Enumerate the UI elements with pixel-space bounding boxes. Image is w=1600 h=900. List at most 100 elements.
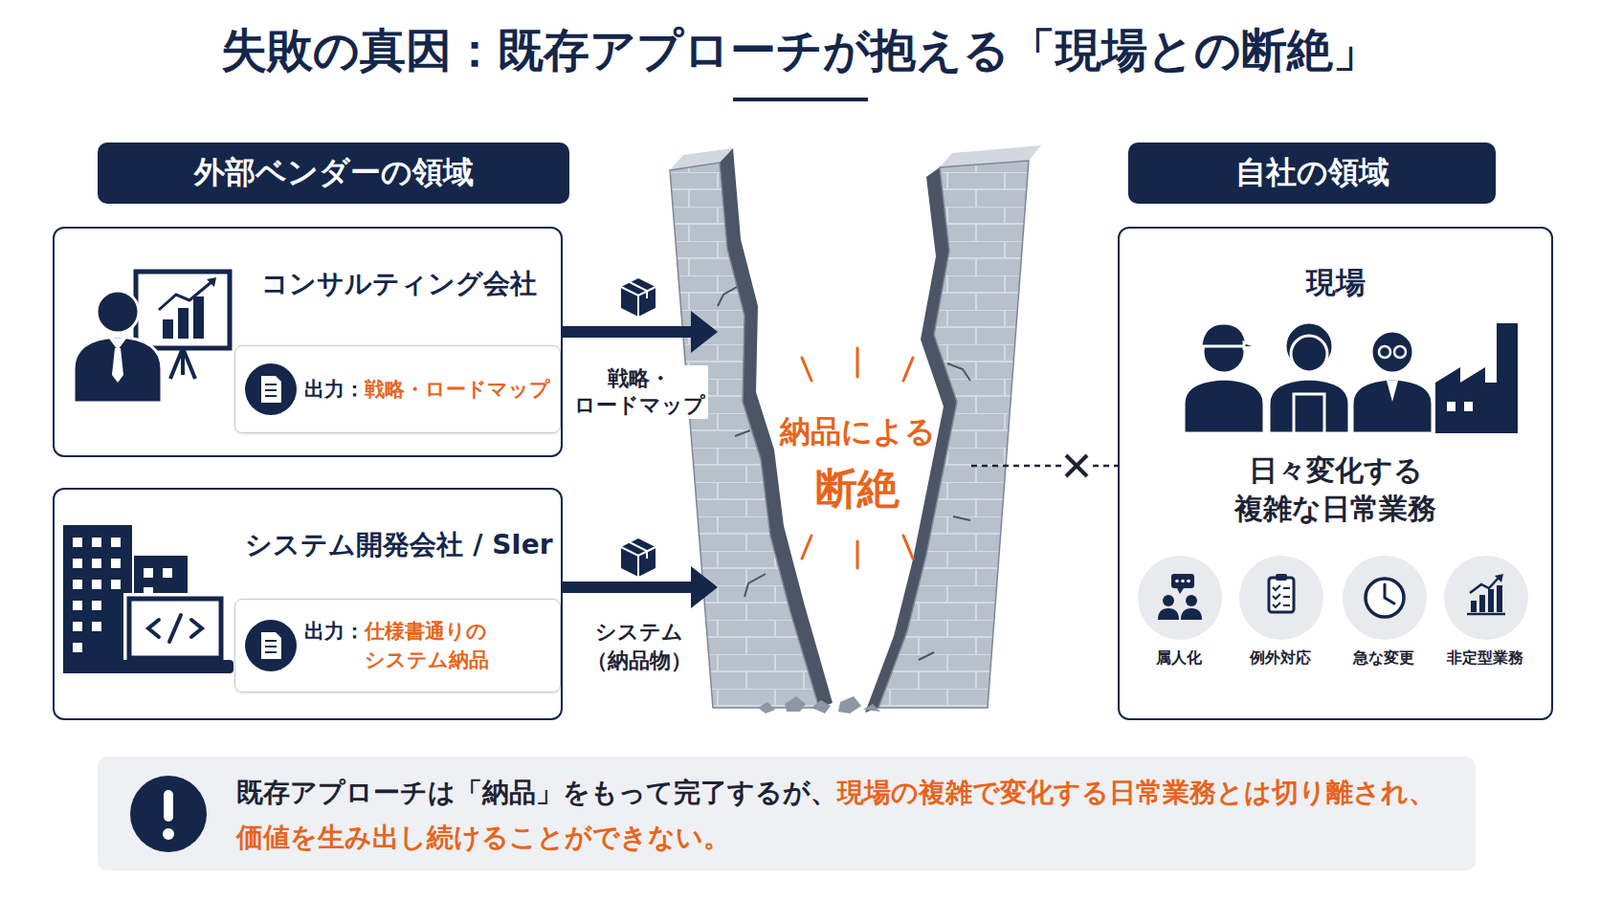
issue-node: 属人化 (1129, 555, 1229, 673)
buildings-laptop-part (148, 615, 202, 643)
presenter-figure-part (177, 308, 189, 339)
field-title: 現場 (1119, 263, 1552, 304)
band-text: 自社の領域 (1235, 152, 1390, 195)
alert-icon-part (130, 776, 207, 853)
title-underline (733, 97, 868, 102)
presenter-figure-part (158, 281, 213, 311)
issue-icon-part (1444, 555, 1529, 641)
issue-icon-part (1470, 600, 1477, 613)
delivery-arrow (562, 311, 718, 609)
broken-link-part (971, 465, 1063, 468)
issue-node: 例外対応 (1230, 555, 1331, 673)
issue-label: 例外対応 (1230, 647, 1331, 669)
field-workers-part (1290, 335, 1328, 373)
output-label: 出力： (304, 617, 365, 646)
issue-label: 非定型業務 (1435, 647, 1535, 669)
issue-icon-part (1272, 585, 1281, 608)
burst-strokes-part (801, 535, 812, 559)
presenter-figure-part (162, 319, 174, 339)
buildings-laptop-part-part (91, 600, 102, 611)
package-icon-part (621, 282, 656, 317)
issue-icon-part (1157, 608, 1179, 621)
field-workers-part (1435, 323, 1518, 434)
issue-icon-part (1496, 585, 1503, 613)
alert-icon-part (162, 828, 175, 841)
issue-icon-part (1177, 588, 1184, 595)
issue-icon-part (1275, 574, 1288, 581)
issue-icon-part (1171, 574, 1195, 589)
output-box: 出力：仕様書通りの システム納品 (234, 599, 561, 693)
package-icon (621, 278, 656, 578)
field-workers-part (1378, 346, 1391, 358)
label-anchor: システム （納品物） (486, 618, 793, 676)
region-band: 自社の領域 (1128, 142, 1496, 204)
issue-icon-part (1180, 579, 1185, 584)
buildings-laptop-part-part (143, 568, 154, 578)
buildings-laptop-part-part (111, 537, 121, 548)
document-icon (244, 363, 297, 672)
burst-strokes-part (856, 348, 860, 378)
broken-link (971, 455, 1118, 477)
note-paragraph: 既存アプローチは「納品」をもって完了するが、現場の複雑で変化する日常業務とは切り… (236, 770, 1467, 861)
rubble-part (757, 702, 776, 714)
issue-icon-part (1466, 613, 1506, 617)
label-anchor: 戦略・ ロードマップ (486, 365, 793, 420)
note-box: 既存アプローチは「納品」をもって完了するが、現場の複雑で変化する日常業務とは切り… (97, 756, 1476, 871)
delivery-arrow-part (562, 581, 693, 594)
buildings-laptop-part (129, 599, 222, 659)
field-desc: 日々変化する 複雑な日常業務 (1234, 451, 1437, 529)
buildings-laptop (63, 525, 234, 674)
arrow-label: 戦略・ ロードマップ (571, 365, 709, 420)
document-icon-part (261, 376, 282, 403)
field-workers-part (1244, 342, 1260, 349)
issue-icon-part (1365, 578, 1404, 618)
delivery-arrow-part (690, 311, 718, 354)
presenter-figure-part (73, 336, 162, 403)
issue-icon-part (1488, 589, 1494, 613)
burst-strokes-part (801, 357, 812, 381)
presenter-figure-part (111, 348, 124, 383)
document-icon-part (244, 363, 297, 416)
field-workers-part (1183, 378, 1265, 434)
issue-icon-part (1494, 574, 1504, 583)
vendor-box: コンサルティング会社出力：戦略・ロードマップ (52, 226, 563, 458)
rubble-part (863, 704, 881, 712)
issue-icon-part (1137, 555, 1223, 641)
field-workers-part (1464, 401, 1473, 412)
diagram-title: 失敗の真因：既存アプローチが抱える「現場との断絶」 (0, 21, 1600, 79)
output-value: 仕様書通りの システム納品 (364, 617, 489, 675)
note-text: 既存アプローチは「納品」をもって完了するが、 (236, 777, 838, 809)
issue-icon-part (1186, 579, 1191, 584)
buildings-laptop-part-part (72, 643, 83, 653)
box-title: システム開発会社 / SIer (241, 529, 557, 562)
burst-strokes-part (903, 535, 913, 559)
buildings-laptop-part-part (91, 622, 102, 632)
broken-link-part (1066, 455, 1088, 477)
issue-icon-part (1180, 608, 1202, 621)
output-value: 戦略・ロードマップ (364, 375, 551, 404)
presenter-figure-part (135, 271, 230, 349)
buildings-laptop-part-part (91, 537, 102, 548)
package-icon-part (621, 278, 656, 317)
field-workers-part (1293, 394, 1325, 434)
issue-label: 急な変更 (1333, 647, 1434, 669)
issue-node: 非定型業務 (1435, 555, 1535, 673)
box-title: コンサルティング会社 (241, 267, 557, 301)
issue-icon-part (1283, 588, 1290, 606)
rubble-part (811, 700, 831, 714)
alert-icon (130, 776, 207, 853)
buildings-laptop-part-part (72, 579, 83, 590)
region-band: 外部ベンダーの領域 (97, 142, 570, 204)
rubble-part (838, 696, 862, 714)
delivery-arrow-part (562, 326, 693, 338)
presenter-figure-part (206, 277, 217, 288)
package-icon-part (621, 538, 656, 578)
package-icon-part (621, 542, 656, 578)
alert-icon-part (163, 790, 174, 823)
burst-strokes-part (903, 357, 913, 381)
delivery-arrow-part (690, 566, 718, 609)
output-line: 出力：仕様書通りの システム納品 (304, 617, 489, 675)
broken-link-part (1092, 465, 1118, 468)
issue-icon-part (1162, 595, 1175, 607)
